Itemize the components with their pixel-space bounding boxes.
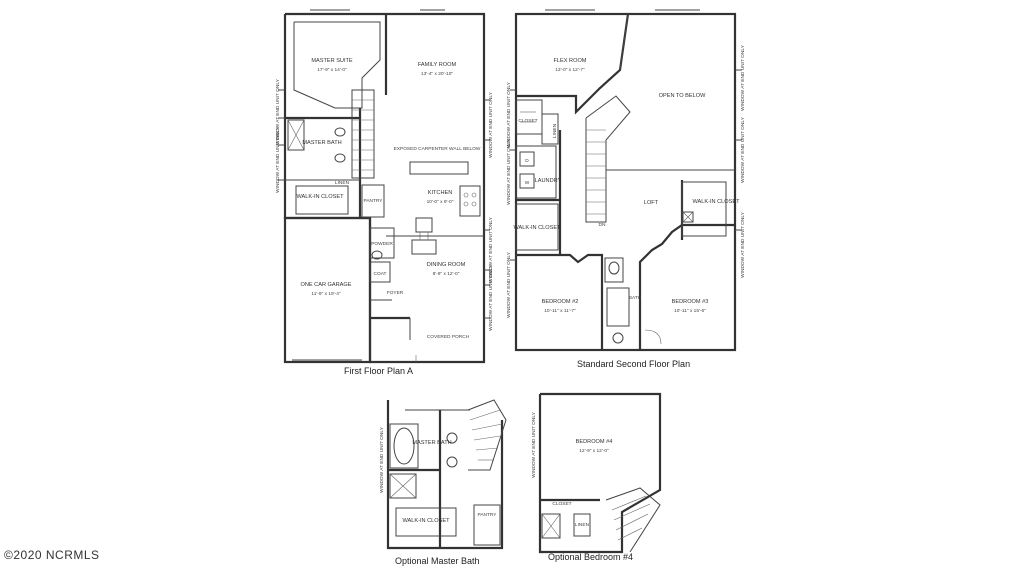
loft-label: LOFT bbox=[644, 200, 659, 206]
opt-pantry-label: PANTRY bbox=[477, 512, 497, 518]
powder-label: POWDER bbox=[371, 241, 393, 247]
exposed-wall-note: EXPOSED CARPENTER WALL BELOW bbox=[394, 146, 481, 152]
caption-opt-bedroom4: Optional Bedroom #4 bbox=[548, 552, 634, 562]
linen-label: LINEN bbox=[335, 180, 350, 186]
garage-label: ONE CAR GARAGE bbox=[301, 282, 352, 288]
window-note-ob: WINDOW AT END UNIT ONLY bbox=[379, 426, 385, 493]
opt-linen-label: LINEN bbox=[575, 522, 590, 528]
opt-master-bath-label: MASTER BATH bbox=[412, 440, 451, 446]
foyer-label: FOYER bbox=[387, 290, 404, 296]
window-note-sf-5: WINDOW AT END UNIT ONLY bbox=[740, 116, 746, 183]
window-note-ff-5: WINDOW AT END UNIT ONLY bbox=[488, 264, 494, 331]
bedroom2-label: BEDROOM #2 bbox=[542, 299, 579, 305]
garage-dim: 11'-9" x 19'-4" bbox=[311, 291, 340, 297]
caption-second-floor: Standard Second Floor Plan bbox=[577, 359, 691, 369]
window-note-sf-6: WINDOW AT END UNIT ONLY bbox=[740, 211, 746, 278]
dryer-label: D bbox=[525, 158, 529, 164]
window-note-sf-2: WINDOW AT END UNIT ONLY bbox=[506, 138, 512, 205]
second-floor-plan: FLEX ROOM 13'-0" x 12'-7" OPEN TO BELOW … bbox=[506, 9, 746, 352]
window-note-sf-4: WINDOW AT END UNIT ONLY bbox=[740, 44, 746, 111]
bath-label-2f: BATH bbox=[629, 295, 642, 301]
washer-label: W bbox=[525, 180, 530, 186]
opt-closet-label: CLOSET bbox=[552, 501, 571, 507]
bedroom4-dim: 12'-9" x 12'-0" bbox=[579, 448, 609, 454]
bedroom3-dim: 10'-11" x 15'-6" bbox=[674, 308, 706, 314]
opt-walkin-closet-label: WALK-IN CLOSET bbox=[402, 518, 450, 524]
caption-first-floor: First Floor Plan A bbox=[344, 366, 414, 376]
linen-label-2f: LINEN bbox=[552, 123, 558, 138]
master-suite-label: MASTER SUITE bbox=[311, 58, 353, 64]
master-suite-dim: 17'-9" x 14'-0" bbox=[317, 67, 347, 73]
master-bath-label: MASTER BATH bbox=[302, 140, 341, 146]
coat-label: COAT bbox=[374, 271, 387, 277]
first-floor-plan: MASTER SUITE 17'-9" x 14'-0" FAMILY ROOM… bbox=[275, 9, 494, 364]
family-room-label: FAMILY ROOM bbox=[418, 62, 457, 68]
bedroom2-dim: 10'-11" x 11'-7" bbox=[544, 308, 576, 314]
caption-opt-master-bath: Optional Master Bath bbox=[395, 556, 480, 566]
window-note-sf-1: WINDOW AT END UNIT ONLY bbox=[506, 81, 512, 148]
window-note-b4: WINDOW AT END UNIT ONLY bbox=[531, 411, 537, 478]
flex-room-dim: 13'-0" x 12'-7" bbox=[555, 67, 585, 73]
kitchen-label: KITCHEN bbox=[428, 190, 453, 196]
copyright-watermark: ©2020 NCRMLS bbox=[4, 548, 100, 562]
optional-bedroom4-plan: BEDROOM #4 12'-9" x 12'-0" CLOSET LINEN … bbox=[531, 392, 662, 554]
walkin-closet-label-2f-b: WALK-IN CLOSET bbox=[513, 225, 561, 231]
family-room-dim: 13'-4" x 20'-10" bbox=[421, 71, 453, 77]
window-note-ff-1: WINDOW AT END UNIT ONLY bbox=[275, 78, 281, 145]
bedroom3-label: BEDROOM #3 bbox=[672, 299, 709, 305]
walkin-closet-label-2f: WALK-IN CLOSET bbox=[692, 199, 740, 205]
pantry-label: PANTRY bbox=[363, 198, 383, 204]
dining-dim: 8'-9" x 12'-0" bbox=[433, 271, 460, 277]
open-below-label: OPEN TO BELOW bbox=[659, 93, 706, 99]
closet-label-2f: CLOSET bbox=[518, 118, 537, 124]
porch-label: COVERED PORCH bbox=[427, 334, 470, 340]
flex-room-label: FLEX ROOM bbox=[554, 58, 587, 64]
window-note-ff-4: WINDOW AT END UNIT ONLY bbox=[488, 216, 494, 283]
window-note-sf-3: WINDOW AT END UNIT ONLY bbox=[506, 251, 512, 318]
kitchen-dim: 10'-0" x 9'-0" bbox=[427, 199, 454, 205]
window-note-ff-2: WINDOW AT END UNIT ONLY bbox=[275, 126, 281, 193]
laundry-label: LAUNDRY bbox=[535, 178, 562, 184]
window-note-ff-3: WINDOW AT END UNIT ONLY bbox=[488, 91, 494, 158]
walkin-closet-label: WALK-IN CLOSET bbox=[296, 194, 344, 200]
bedroom4-label: BEDROOM #4 bbox=[576, 439, 613, 445]
optional-master-bath-plan: MASTER BATH WALK-IN CLOSET PANTRY WINDOW… bbox=[379, 399, 507, 550]
dining-room-label: DINING ROOM bbox=[427, 262, 466, 268]
dn-label: DN bbox=[599, 222, 606, 228]
